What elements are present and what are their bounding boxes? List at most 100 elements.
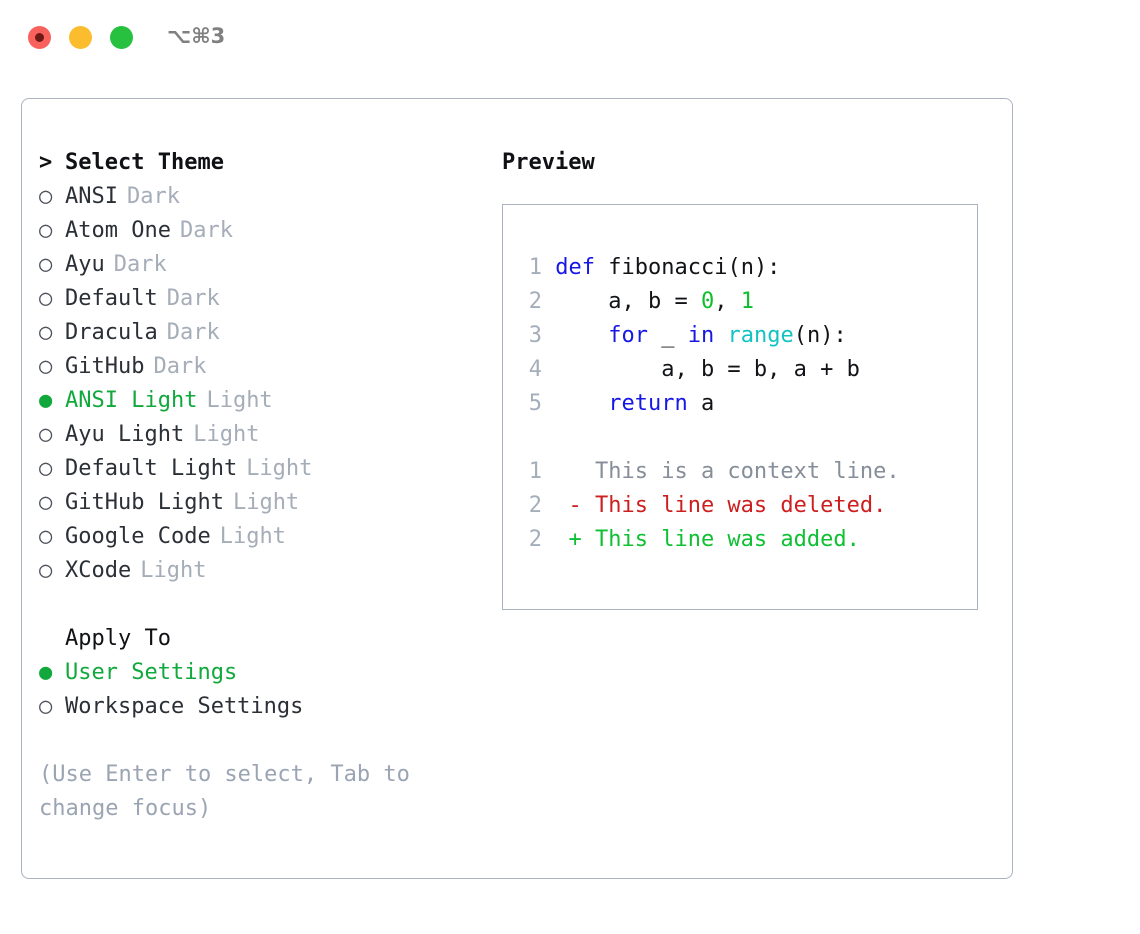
diff-line-number: 2 [528, 493, 542, 518]
theme-option-label: Default Light [65, 456, 238, 481]
apply-to-option-workspace-settings[interactable]: ○ Workspace Settings [39, 690, 499, 724]
code-token-txt: (n): [793, 323, 847, 348]
code-token-num: 0 [700, 289, 715, 314]
radio-selected-icon: ● [39, 660, 53, 685]
theme-option-variant-badge: Dark [166, 286, 220, 311]
code-token-txt: a, b = b, a + b [542, 357, 860, 382]
maximize-window-button[interactable] [110, 26, 133, 49]
code-token-txt [542, 255, 555, 280]
window-titlebar: ⌥⌘3 [0, 0, 1140, 78]
keyboard-hint-text: (Use Enter to select, Tab to change focu… [39, 762, 424, 821]
select-theme-header-label: Select Theme [65, 150, 224, 175]
theme-option-atom-one[interactable]: ○ Atom One Dark [39, 214, 499, 248]
theme-option-label: Dracula [65, 320, 158, 345]
diff-line-text: - This line was deleted. [542, 493, 887, 518]
theme-option-ansi[interactable]: ○ ANSI Dark [39, 180, 499, 214]
theme-option-google-code[interactable]: ○ Google Code Light [39, 520, 499, 554]
apply-to-option-list: ● User Settings ○ Workspace Settings [39, 656, 499, 724]
apply-to-header: Apply To [65, 626, 171, 651]
code-token-num: 1 [740, 289, 754, 314]
close-window-button[interactable] [28, 26, 51, 49]
theme-option-default-light[interactable]: ○ Default Light Light [39, 452, 499, 486]
preview-panel: Preview 1 def fibonacci(n):2 a, b = 0, 1… [502, 146, 997, 610]
code-token-txt: fibonacci(n): [595, 255, 781, 280]
code-token-kw: def [555, 255, 595, 280]
radio-unselected-icon: ○ [39, 320, 53, 345]
theme-option-variant-badge: Light [140, 558, 207, 583]
apply-to-option-label: Workspace Settings [65, 694, 304, 719]
code-token-txt [542, 391, 608, 416]
diff-line-text: + This line was added. [542, 527, 860, 552]
code-line-number: 4 [528, 357, 542, 382]
code-line-number: 3 [528, 323, 542, 348]
diff-sample: 1 This is a context line.2 - This line w… [516, 455, 900, 557]
prompt-caret-icon: > [39, 150, 53, 175]
code-token-txt [542, 323, 608, 348]
radio-unselected-icon: ○ [39, 456, 53, 481]
radio-unselected-icon: ○ [39, 218, 53, 243]
theme-option-variant-badge: Dark [126, 184, 180, 209]
theme-option-dracula[interactable]: ○ Dracula Dark [39, 316, 499, 350]
preview-header: Preview [502, 150, 595, 175]
minimize-window-button[interactable] [69, 26, 92, 49]
radio-unselected-icon: ○ [39, 286, 53, 311]
diff-line-number: 1 [528, 459, 542, 484]
select-theme-header: > Select Theme [39, 146, 499, 180]
radio-unselected-icon: ○ [39, 558, 53, 583]
code-token-txt: a [687, 391, 715, 416]
theme-option-variant-badge: Light [206, 388, 273, 413]
keyboard-shortcut-label: ⌥⌘3 [167, 24, 226, 48]
theme-option-label: Default [65, 286, 158, 311]
theme-option-variant-badge: Dark [179, 218, 233, 243]
list-spacer [39, 588, 499, 622]
code-token-kw: return [608, 391, 688, 416]
code-token-fn: range [727, 323, 794, 348]
code-line-number: 2 [528, 289, 542, 314]
diff-line-add: 2 + This line was added. [516, 523, 900, 557]
diff-line-text: This is a context line. [542, 459, 900, 484]
code-line-number: 5 [528, 391, 542, 416]
theme-option-variant-badge: Light [232, 490, 300, 515]
radio-unselected-icon: ○ [39, 524, 53, 549]
theme-option-ansi-light[interactable]: ● ANSI Light Light [39, 384, 499, 418]
radio-unselected-icon: ○ [39, 422, 53, 447]
apply-to-option-user-settings[interactable]: ● User Settings [39, 656, 499, 690]
radio-selected-icon: ● [39, 388, 53, 413]
theme-option-variant-badge: Dark [166, 320, 220, 345]
theme-option-label: GitHub [65, 354, 145, 379]
code-token-kw: in [687, 323, 715, 348]
apply-to-option-label: User Settings [65, 660, 238, 685]
code-line: 1 def fibonacci(n): [516, 251, 860, 285]
theme-option-variant-badge: Light [246, 456, 313, 481]
theme-option-xcode[interactable]: ○ XCode Light [39, 554, 499, 588]
theme-option-label: ANSI Light [65, 388, 198, 413]
theme-option-label: Atom One [65, 218, 171, 243]
theme-option-variant-badge: Light [219, 524, 286, 549]
radio-unselected-icon: ○ [39, 694, 53, 719]
traffic-lights [28, 26, 133, 49]
diff-line-number: 2 [528, 527, 542, 552]
theme-option-variant-badge: Dark [153, 354, 207, 379]
code-line: 3 for _ in range(n): [516, 319, 860, 353]
code-token-txt: , [714, 289, 741, 314]
theme-option-variant-badge: Light [193, 422, 260, 447]
radio-unselected-icon: ○ [39, 184, 53, 209]
theme-option-label: Ayu [65, 252, 105, 277]
theme-option-label: ANSI [65, 184, 118, 209]
theme-option-label: Google Code [65, 524, 211, 549]
code-line: 4 a, b = b, a + b [516, 353, 860, 387]
theme-option-label: XCode [65, 558, 132, 583]
code-token-txt [714, 323, 727, 348]
theme-option-variant-badge: Dark [113, 252, 167, 277]
theme-option-default[interactable]: ○ Default Dark [39, 282, 499, 316]
